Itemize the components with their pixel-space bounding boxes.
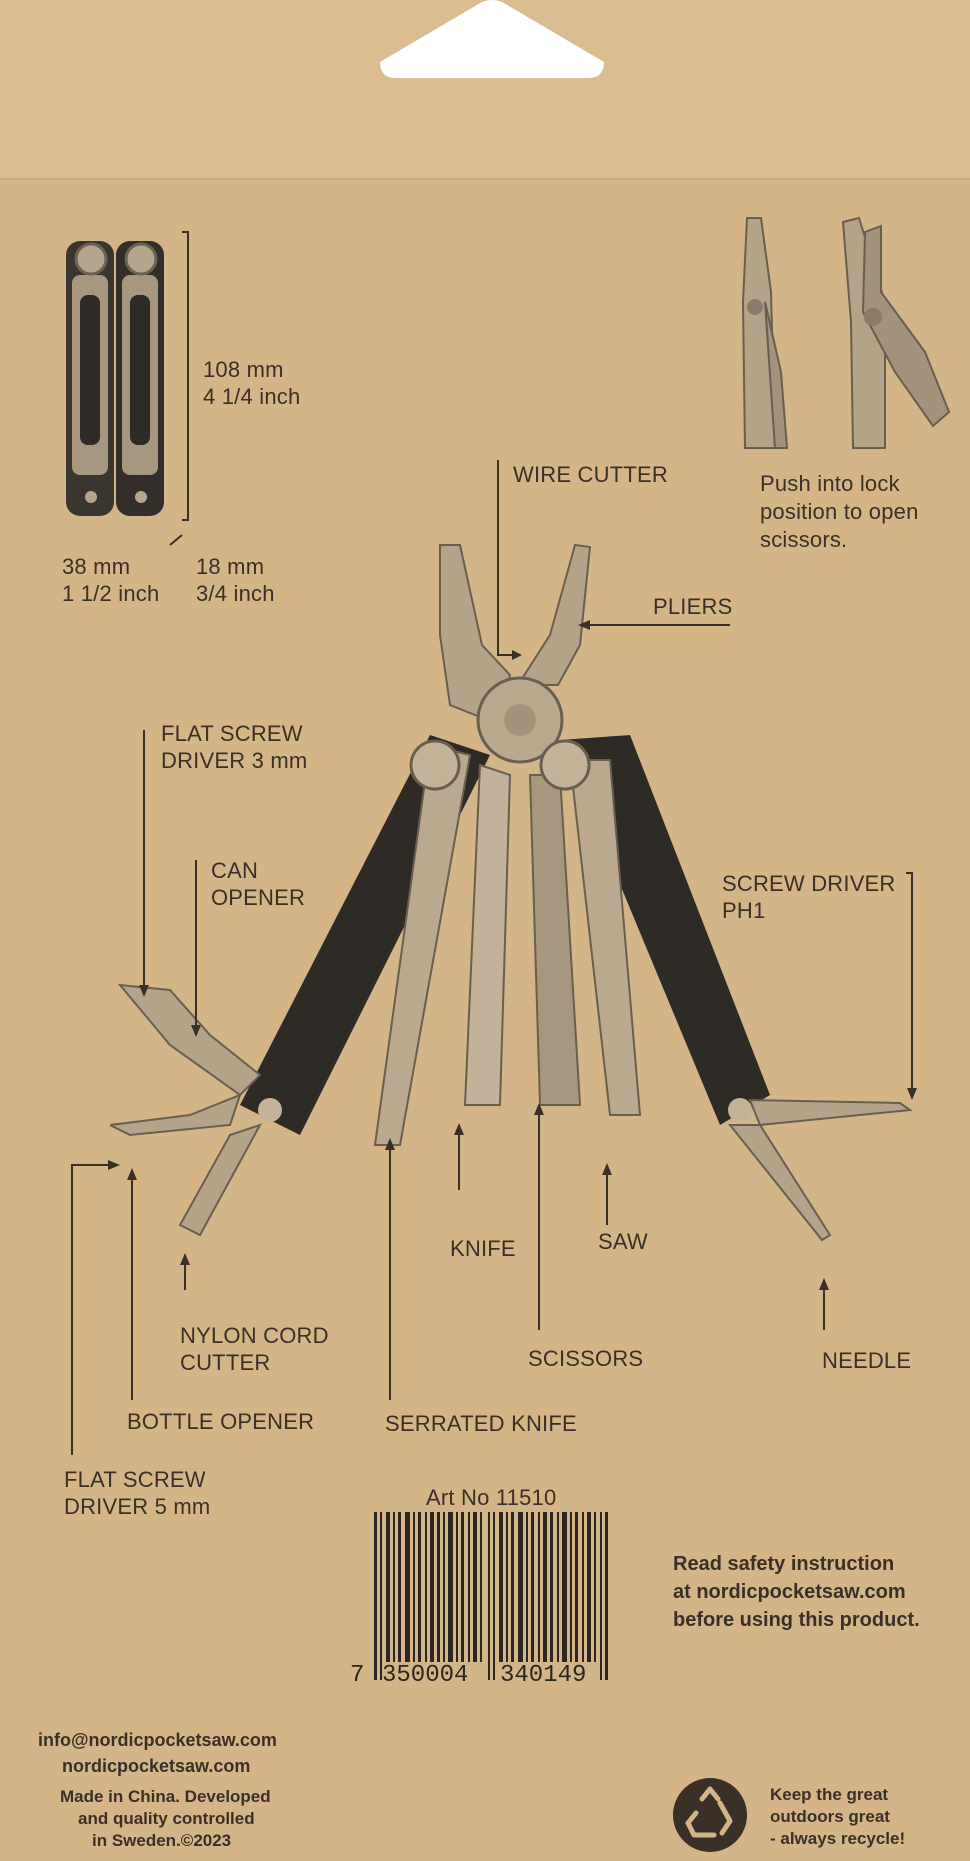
- recycle-icon: [673, 1778, 747, 1852]
- recycle-line-1: Keep the great: [770, 1785, 889, 1804]
- label-saw: SAW: [598, 1229, 648, 1254]
- scissors-note-line-3: scissors.: [760, 527, 848, 552]
- safety-line-2: at nordicpocketsaw.com: [673, 1581, 906, 1603]
- hang-tab: [0, 0, 970, 180]
- barcode-digits-group-1: 350004: [382, 1662, 469, 1689]
- label-needle: NEEDLE: [822, 1348, 912, 1373]
- multitool-open-icon: [110, 543, 913, 1242]
- recycle-line-2: outdoors great: [770, 1807, 890, 1826]
- origin-line-1: Made in China. Developed: [60, 1787, 271, 1806]
- label-wire-cutter: WIRE CUTTER: [513, 462, 668, 487]
- height-inch-label: 4 1/4 inch: [203, 384, 301, 409]
- label-nylon-cord-cutter-line-1: NYLON CORD: [180, 1323, 329, 1348]
- barcode-digit-1: 7: [350, 1662, 365, 1689]
- label-screw-driver-ph1-line-2: PH1: [722, 898, 766, 923]
- label-knife: KNIFE: [450, 1236, 516, 1261]
- depth-inch-label: 3/4 inch: [196, 581, 275, 606]
- label-pliers: PLIERS: [653, 594, 733, 619]
- safety-line-3: before using this product.: [673, 1609, 920, 1631]
- depth-mm-label: 18 mm: [196, 554, 265, 579]
- origin-line-2: and quality controlled: [78, 1809, 255, 1828]
- label-flat-screw-5-line-2: DRIVER 5 mm: [64, 1494, 211, 1519]
- label-scissors: SCISSORS: [528, 1346, 644, 1371]
- width-mm-label: 38 mm: [62, 554, 131, 579]
- label-flat-screw-3-line-1: FLAT SCREW: [161, 721, 303, 746]
- multitool-closed-icon: [66, 241, 164, 516]
- article-number: Art No 11510: [426, 1485, 557, 1510]
- hang-hole: [380, 0, 604, 78]
- label-flat-screw-5-line-1: FLAT SCREW: [64, 1467, 206, 1492]
- label-serrated-knife: SERRATED KNIFE: [385, 1411, 577, 1436]
- label-can-opener-line-1: CAN: [211, 858, 259, 883]
- label-screw-driver-ph1-line-1: SCREW DRIVER: [722, 871, 896, 896]
- label-nylon-cord-cutter-line-2: CUTTER: [180, 1350, 271, 1375]
- scissors-lock-icon: [741, 216, 951, 449]
- barcode: [374, 1512, 608, 1680]
- scissors-note-line-2: position to open: [760, 499, 919, 524]
- height-mm-label: 108 mm: [203, 357, 284, 382]
- origin-line-3: in Sweden.©2023: [92, 1831, 232, 1850]
- contact-website: nordicpocketsaw.com: [62, 1756, 251, 1776]
- barcode-digits-group-2: 340149: [500, 1662, 587, 1689]
- contact-email: info@nordicpocketsaw.com: [38, 1730, 277, 1750]
- width-inch-label: 1 1/2 inch: [62, 581, 160, 606]
- safety-line-1: Read safety instruction: [673, 1553, 895, 1575]
- label-flat-screw-3-line-2: DRIVER 3 mm: [161, 748, 308, 773]
- label-can-opener-line-2: OPENER: [211, 885, 306, 910]
- label-bottle-opener: BOTTLE OPENER: [127, 1409, 315, 1434]
- recycle-line-3: - always recycle!: [770, 1829, 906, 1848]
- scissors-note-line-1: Push into lock: [760, 471, 900, 496]
